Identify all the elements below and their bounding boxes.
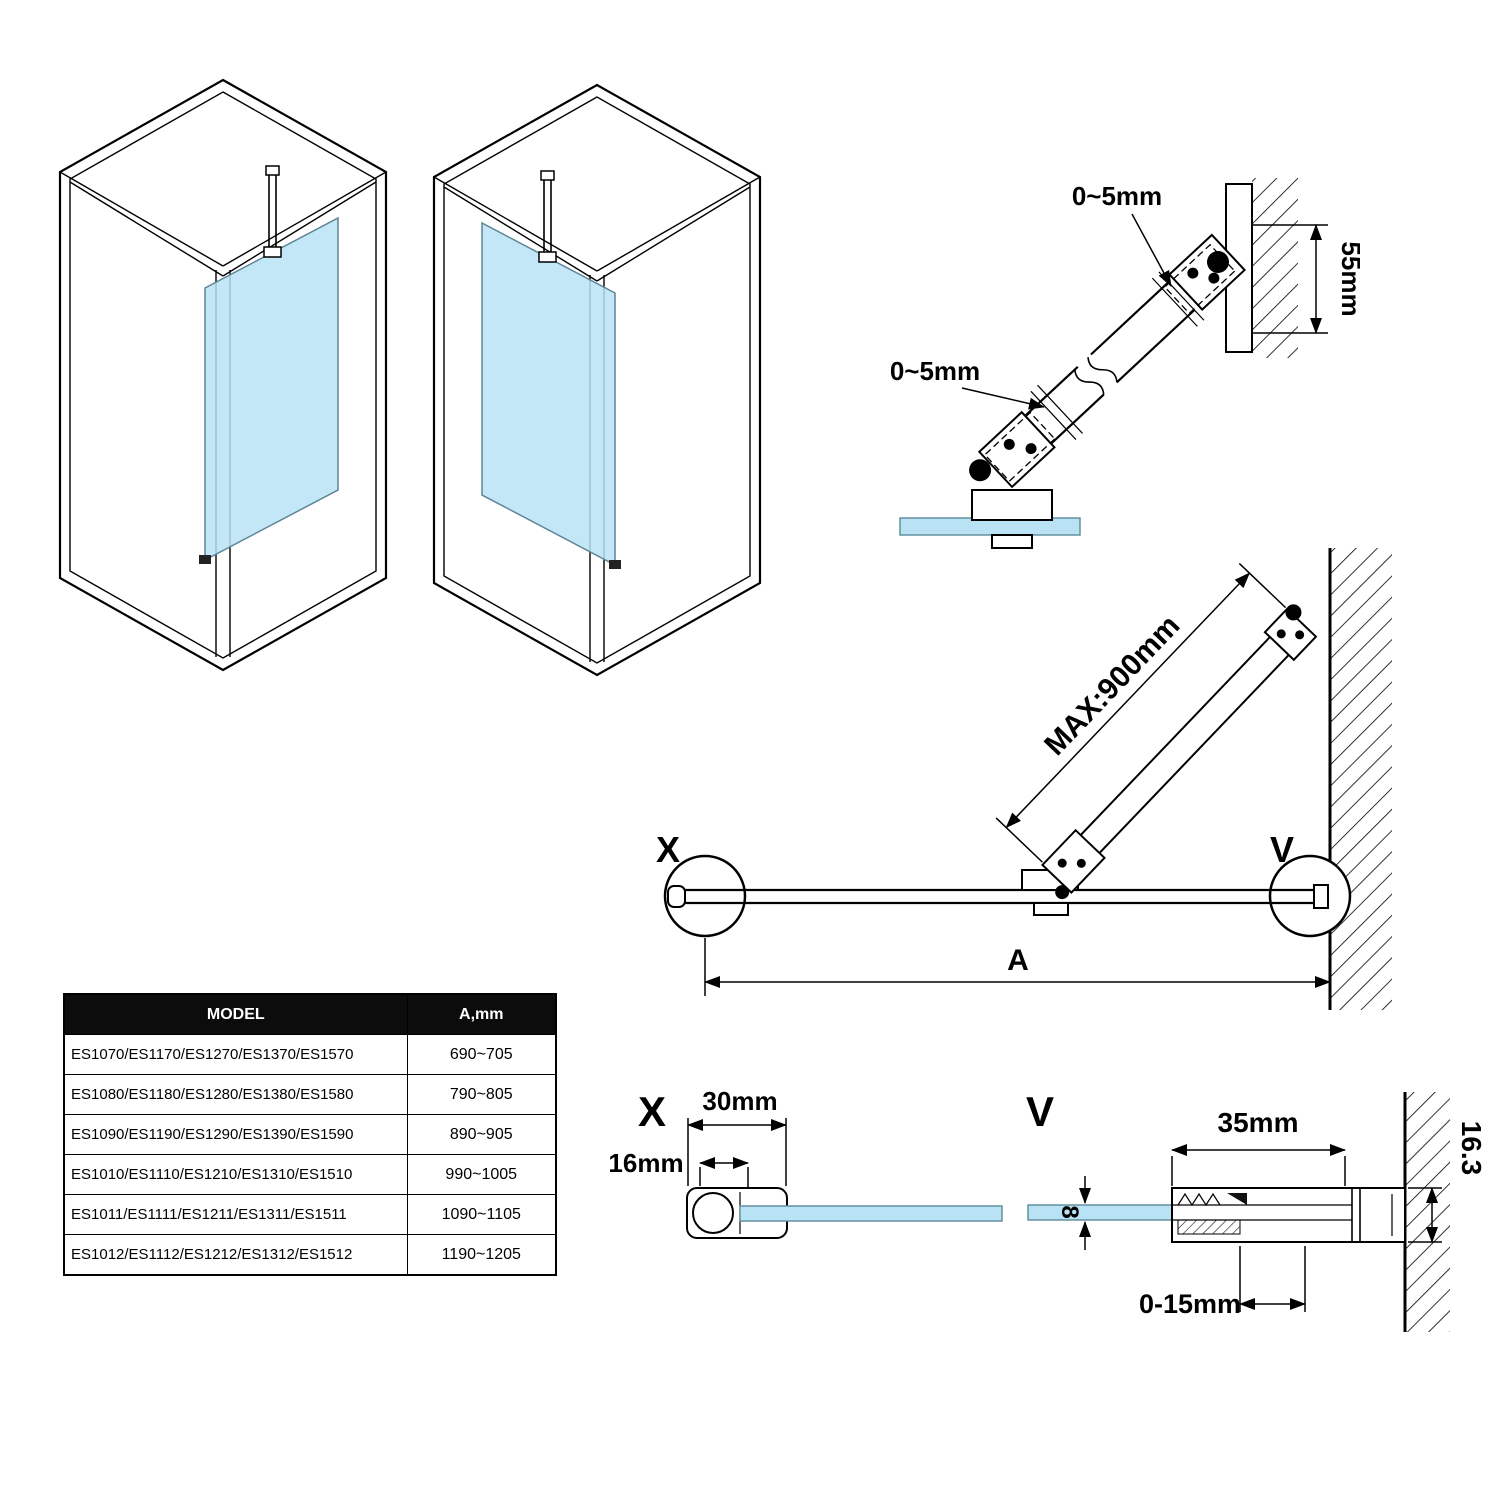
bolt <box>1003 438 1015 450</box>
model-cell: ES1012/ES1112/ES1212/ES1312/ES1512 <box>63 1234 408 1276</box>
glass-clamp-nut <box>991 534 1033 549</box>
detail-x-title: X <box>638 1088 666 1135</box>
glass <box>739 1205 1003 1222</box>
profile-x <box>686 1187 1003 1239</box>
model-cell: ES1090/ES1190/ES1290/ES1390/ES1590 <box>63 1114 408 1155</box>
wall-profile-cap <box>1313 884 1329 909</box>
table-row: ES1011/ES1111/ES1211/ES1311/ES1511 1090~… <box>63 1194 557 1235</box>
gasket <box>1177 1219 1241 1235</box>
floor-anchor <box>199 555 211 564</box>
label-35mm: 35mm <box>1218 1107 1299 1138</box>
label-point-v: V <box>1270 829 1294 870</box>
detail-circle-v <box>1268 854 1352 938</box>
iso-box-left <box>58 78 388 672</box>
detail-x: X 30mm 16mm <box>608 1086 1003 1239</box>
bolt <box>1208 272 1220 284</box>
bar-cross-section <box>692 1192 734 1234</box>
label-0-15mm: 0-15mm <box>1139 1289 1241 1319</box>
model-cell: ES1010/ES1110/ES1210/ES1310/ES1510 <box>63 1154 408 1195</box>
table-row: ES1012/ES1112/ES1212/ES1312/ES1512 1190~… <box>63 1234 557 1276</box>
label-dim-a: A <box>1007 944 1029 977</box>
top-bracket <box>1263 607 1318 662</box>
dim-35mm: 35mm <box>1171 1107 1346 1186</box>
table-row: ES1080/ES1180/ES1280/ES1380/ES1580 790~8… <box>63 1074 557 1115</box>
installation-side-view: X V MAX:900mm A <box>656 548 1392 1010</box>
dim-8: 8 <box>1056 1176 1091 1250</box>
amm-cell: 1090~1105 <box>406 1194 557 1235</box>
model-cell: ES1011/ES1111/ES1211/ES1311/ES1511 <box>63 1194 408 1235</box>
table-header-row: MODEL A,mm <box>63 993 557 1035</box>
wall-hatching <box>1405 1092 1450 1332</box>
floor-anchor <box>609 560 621 569</box>
bar-glass-nut <box>1033 902 1069 916</box>
table-row: ES1070/ES1170/ES1270/ES1370/ES1570 690~7… <box>63 1034 557 1075</box>
dim-0-15mm: 0-15mm <box>1139 1246 1306 1319</box>
model-table: MODEL A,mm ES1070/ES1170/ES1270/ES1370/E… <box>63 993 557 1276</box>
amm-cell: 790~805 <box>406 1074 557 1115</box>
label-16mm: 16mm <box>608 1148 683 1178</box>
amm-cell: 890~905 <box>406 1114 557 1155</box>
support-rod <box>263 165 282 258</box>
label-163: 16.3 <box>1456 1121 1487 1176</box>
dim-16mm: 16mm <box>608 1148 749 1204</box>
profile-v <box>1171 1187 1406 1243</box>
gap-label-mid: 0~5mm <box>890 356 1045 410</box>
glass-end-cap <box>667 885 686 908</box>
glass-panel <box>204 216 339 562</box>
bolt <box>1076 858 1086 868</box>
detail-v-title: V <box>1026 1088 1054 1135</box>
label-55mm: 55mm <box>1336 241 1366 316</box>
glass <box>1027 1204 1173 1221</box>
label-point-x: X <box>656 829 680 870</box>
dim-a: A <box>704 938 1331 996</box>
bolt <box>1276 629 1286 639</box>
pivot <box>1207 251 1229 273</box>
gap-label-top: 0~5mm <box>1072 181 1172 287</box>
wall-hatching <box>1252 178 1298 358</box>
model-cell: ES1070/ES1170/ES1270/ES1370/ES1570 <box>63 1034 408 1075</box>
bolt <box>1057 858 1067 868</box>
pivot <box>1285 604 1302 621</box>
pivot <box>969 459 992 482</box>
wall-hatching <box>1330 548 1392 1010</box>
table-row: ES1090/ES1190/ES1290/ES1390/ES1590 890~9… <box>63 1114 557 1155</box>
support-rod <box>538 170 557 263</box>
glass-clamp-block <box>971 489 1053 521</box>
label-8: 8 <box>1056 1205 1083 1218</box>
label-gap-top: 0~5mm <box>1072 181 1162 211</box>
amm-cell: 1190~1205 <box>406 1234 557 1276</box>
dim-30mm: 30mm <box>687 1086 787 1186</box>
header-model: MODEL <box>63 993 408 1035</box>
detail-circle-x <box>663 854 747 938</box>
model-cell: ES1080/ES1180/ES1280/ES1380/ES1580 <box>63 1074 408 1115</box>
bracket-detail: 55mm 0~5mm 0~5mm <box>890 178 1366 549</box>
dim-163: 16.3 <box>1408 1121 1487 1243</box>
label-gap-mid: 0~5mm <box>890 356 980 386</box>
label-max900: MAX:900mm <box>1038 609 1186 762</box>
dim-55mm: 55mm <box>1252 224 1366 334</box>
bolt <box>1025 443 1037 455</box>
support-bar <box>969 233 1247 489</box>
glass-panel <box>481 221 616 567</box>
isometric-views <box>58 78 762 677</box>
bottom-clamp <box>1041 828 1106 895</box>
amm-cell: 990~1005 <box>406 1154 557 1195</box>
wall-clamp <box>1168 233 1247 311</box>
amm-cell: 690~705 <box>406 1034 557 1075</box>
gasket-wedge <box>1227 1193 1247 1205</box>
label-30mm: 30mm <box>702 1086 777 1116</box>
header-amm: A,mm <box>406 993 557 1035</box>
detail-v: V 8 35mm <box>1026 1088 1487 1332</box>
pivot <box>1055 885 1070 900</box>
bolt <box>1187 267 1199 279</box>
table-row: ES1010/ES1110/ES1210/ES1310/ES1510 990~1… <box>63 1154 557 1195</box>
iso-box-right <box>432 83 762 677</box>
bolt <box>1295 630 1305 640</box>
